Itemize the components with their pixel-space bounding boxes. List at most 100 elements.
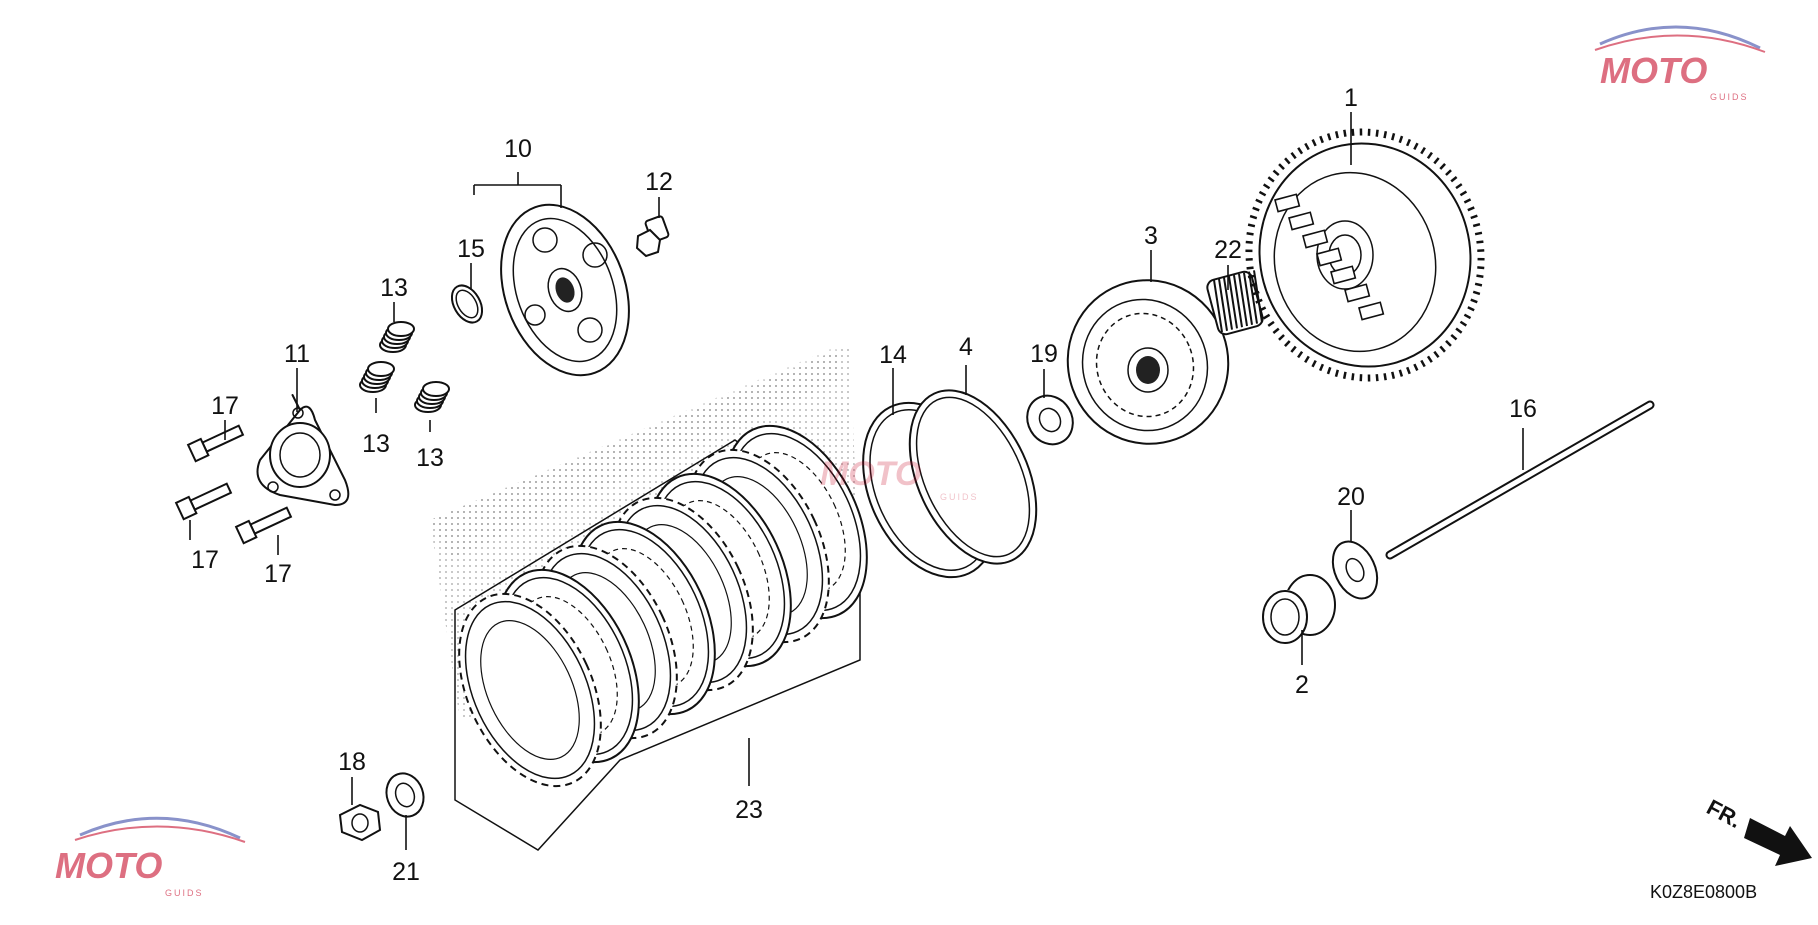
gear-tooth [1246, 266, 1254, 270]
gear-tooth [1284, 340, 1291, 347]
gear-tooth [1249, 282, 1258, 288]
part-20-washer [1331, 540, 1379, 600]
needle [1233, 275, 1243, 328]
gear-tooth [1477, 249, 1485, 252]
gear-tooth [1455, 183, 1463, 190]
leader-lines [189, 112, 1524, 850]
gear-tooth [1297, 350, 1304, 359]
part-19-washer [1026, 394, 1074, 446]
gear-tooth [1278, 163, 1285, 170]
gear-tooth [1477, 257, 1485, 261]
gear-tooth [1247, 274, 1256, 279]
gear-tooth [1450, 333, 1458, 341]
gear-tooth [1474, 282, 1483, 287]
gear-tooth [1304, 355, 1310, 364]
needle [1248, 271, 1258, 324]
watermark-top-text: MOTO [1600, 50, 1707, 91]
gear-tooth [1252, 206, 1260, 212]
part-15-circlip [450, 284, 484, 324]
callout-15: 15 [457, 235, 485, 263]
gear-tooth [1255, 198, 1263, 204]
callout-17-left: 17 [191, 546, 219, 574]
gear-tooth [1267, 176, 1275, 183]
gear-tooth [1267, 320, 1275, 327]
gear-tooth [1249, 214, 1258, 220]
watermark-bottom-text: MOTO [55, 845, 162, 886]
gear-tooth [1284, 157, 1291, 165]
gear-tooth [1247, 223, 1256, 228]
callout-13-top: 13 [380, 274, 408, 302]
part-13-springs [359, 321, 450, 413]
part-10-pressure-plate [500, 203, 630, 377]
needle [1253, 270, 1263, 323]
basket-slot [1330, 265, 1357, 285]
gear-tooth [1343, 129, 1347, 137]
gear-tooth [1472, 290, 1481, 296]
callout-18: 18 [338, 748, 366, 776]
needle [1228, 276, 1238, 329]
gear-tooth [1319, 135, 1324, 144]
part-3-clutch-center [1066, 279, 1230, 445]
part-18-nut [338, 803, 382, 842]
spring [414, 381, 450, 413]
basket-slot [1302, 229, 1329, 249]
gear-tooth [1255, 298, 1263, 304]
part-11-lifter-plate [256, 394, 350, 507]
basket-slot [1358, 301, 1385, 321]
gear-tooth [1398, 369, 1404, 377]
gear-tooth [1246, 232, 1254, 236]
gear-tooth [1245, 249, 1253, 253]
callout-17-bottom: 17 [264, 560, 292, 588]
callout-11: 11 [284, 340, 310, 368]
gear-tooth [1383, 373, 1387, 381]
gear-tooth [1459, 190, 1468, 197]
gear-tooth [1405, 138, 1412, 147]
callout-22: 22 [1214, 236, 1242, 264]
gear-tooth [1252, 290, 1260, 296]
front-arrow-icon [1744, 818, 1812, 866]
gear-tooth [1334, 369, 1340, 377]
part-17-bolts [174, 424, 293, 545]
callout-14: 14 [879, 341, 907, 369]
part-22-needle-bearing [1206, 270, 1264, 336]
callout-21: 21 [392, 858, 420, 886]
gear-tooth [1334, 131, 1339, 139]
gear-tooth [1262, 313, 1271, 320]
gear-tooth [1413, 142, 1419, 151]
callout-13-left: 13 [362, 430, 390, 458]
gear-tooth [1463, 198, 1472, 204]
spring-coil [387, 321, 415, 337]
gear-tooth [1390, 133, 1396, 141]
gear-tooth [1391, 371, 1396, 379]
gear-tooth [1420, 146, 1426, 155]
gear-tooth [1406, 366, 1411, 375]
gear-tooth [1474, 231, 1483, 236]
gear-tooth [1290, 152, 1297, 160]
needle [1213, 279, 1223, 333]
gear-tooth [1262, 183, 1271, 190]
basket-slot [1288, 211, 1315, 231]
gear-tooth [1426, 151, 1433, 160]
gear-tooth [1367, 128, 1371, 136]
part-2-collar [1262, 574, 1336, 644]
gear-tooth [1245, 240, 1253, 244]
gear-tooth [1450, 175, 1458, 183]
plate-face [464, 600, 596, 780]
gear-tooth [1467, 306, 1475, 312]
gear-tooth [1439, 345, 1446, 353]
watermark-center-text: MOTO [820, 455, 921, 493]
diagram-code: K0Z8E0800B [1650, 882, 1757, 902]
basket-slot [1316, 247, 1343, 267]
callout-2: 2 [1295, 671, 1309, 699]
part-1-clutch-outer [1245, 128, 1485, 382]
needle [1243, 272, 1253, 325]
front-direction-indicator: FR. [1703, 794, 1812, 866]
gear-tooth [1359, 128, 1363, 136]
gear-tooth [1375, 374, 1379, 382]
needle [1238, 273, 1248, 327]
gear-tooth [1351, 128, 1355, 136]
gear-tooth [1445, 169, 1452, 176]
part-23-clutch-plates [454, 424, 868, 851]
callout-17-top: 17 [211, 392, 239, 420]
